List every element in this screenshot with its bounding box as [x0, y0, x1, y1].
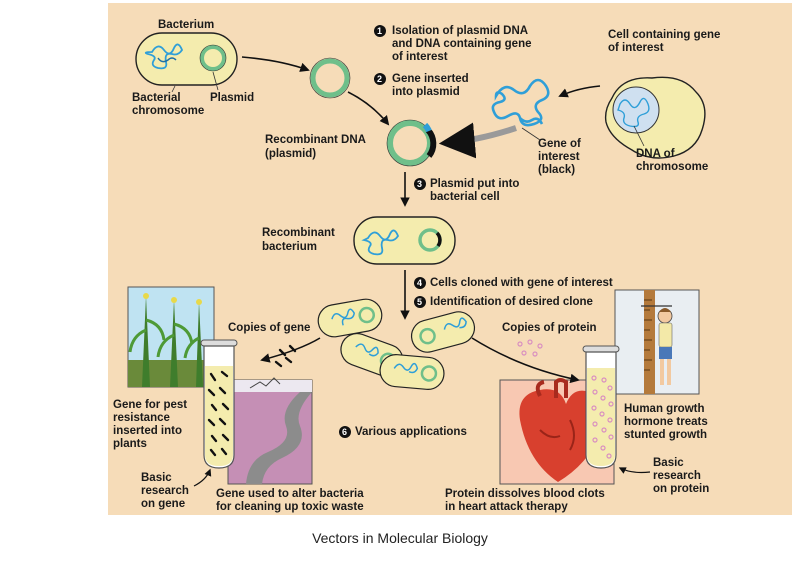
arrow-to-protein-copies	[471, 337, 580, 384]
arrow-to-gene-copies	[260, 337, 321, 363]
step-5: 5 Identification of desired clone	[414, 296, 593, 308]
svg-text:1: 1	[377, 26, 382, 36]
svg-text:6: 6	[342, 427, 347, 437]
growth-image	[614, 289, 700, 395]
svg-text:Identification of desired clon: Identification of desired clone	[430, 296, 593, 308]
step-1: 1 Isolation of plasmid DNA and DNA conta…	[374, 25, 535, 63]
bacterium	[135, 32, 238, 86]
label-basic-research-protein: Basic research on protein	[653, 457, 709, 495]
svg-text:Plasmid put into bacteri: Plasmid put into bacterial cell	[430, 178, 523, 203]
recombinant-bacterium	[353, 216, 456, 265]
arrow-cell-to-gene	[558, 85, 601, 98]
bacterial-chromosome	[144, 43, 184, 70]
label-protein-dissolves-clots: Protein dissolves blood clots in heart a…	[445, 488, 608, 513]
svg-text:Isolation of plasmid DNA: Isolation of plasmid DNA and DNA contain…	[392, 25, 535, 63]
step-4: 4 Cells cloned with gene of interest	[414, 277, 613, 289]
plasmid-ring	[200, 45, 226, 71]
recombinant-plasmid	[386, 119, 437, 167]
protein-test-tube	[582, 345, 620, 469]
donor-cell	[604, 76, 706, 159]
svg-text:4: 4	[417, 278, 422, 288]
label-gene-of-interest: Gene of interest (black)	[538, 138, 584, 176]
isolated-plasmid	[310, 58, 350, 98]
arrow-plasmid-to-recombinant	[347, 91, 390, 126]
label-growth-hormone: Human growth hormone treats stunted grow…	[624, 403, 711, 441]
label-cell-containing-gene: Cell containing gene of interest	[608, 29, 724, 54]
label-recombinant-dna: Recombinant DNA (plasmid)	[265, 134, 369, 160]
donor-nucleus	[612, 86, 660, 134]
toxic-waste-image	[227, 377, 313, 485]
svg-text:Various applications: Various applications	[355, 426, 467, 438]
label-bacterium: Bacterium	[158, 19, 214, 31]
svg-text:3: 3	[417, 179, 422, 189]
svg-text:Cells cloned with gene of inte: Cells cloned with gene of interest	[430, 277, 613, 289]
label-gene-pest-resistance: Gene for pest resistance inserted into p…	[113, 399, 190, 450]
gene-of-interest	[491, 78, 550, 127]
dna-of-chromosome	[617, 97, 650, 128]
corn-plants-image	[127, 286, 215, 388]
label-basic-research-gene: Basic research on gene	[141, 472, 192, 510]
gene-test-tube	[200, 339, 238, 469]
label-copies-of-gene: Copies of gene	[228, 322, 310, 334]
protein-copies	[517, 339, 543, 357]
svg-text:5: 5	[417, 297, 422, 307]
label-copies-of-protein: Copies of protein	[502, 322, 597, 334]
label-plasmid: Plasmid	[210, 92, 254, 104]
step-6: 6 Various applications	[339, 426, 467, 438]
label-recombinant-bacterium: Recombinant bacterium	[262, 227, 338, 253]
step-3: 3 Plasmid put into bacterial cell	[414, 178, 523, 203]
step-2: 2 Gene inserted into plasmid	[374, 73, 472, 98]
label-bacterial-chromosome: Bacterial chromosome	[132, 92, 204, 117]
svg-text:Gene inserted into plasm: Gene inserted into plasmid	[392, 73, 472, 98]
label-gene-alter-bacteria: Gene used to alter bacteria for cleaning…	[216, 488, 367, 513]
svg-text:2: 2	[377, 74, 382, 84]
label-dna-of-chromosome: DNA of chromosome	[636, 148, 708, 173]
cloned-bacteria	[317, 298, 476, 390]
arrow-gene-insert	[438, 122, 517, 159]
arrow-bacterium-to-plasmid	[241, 56, 310, 72]
figure-caption: Vectors in Molecular Biology	[312, 530, 488, 546]
